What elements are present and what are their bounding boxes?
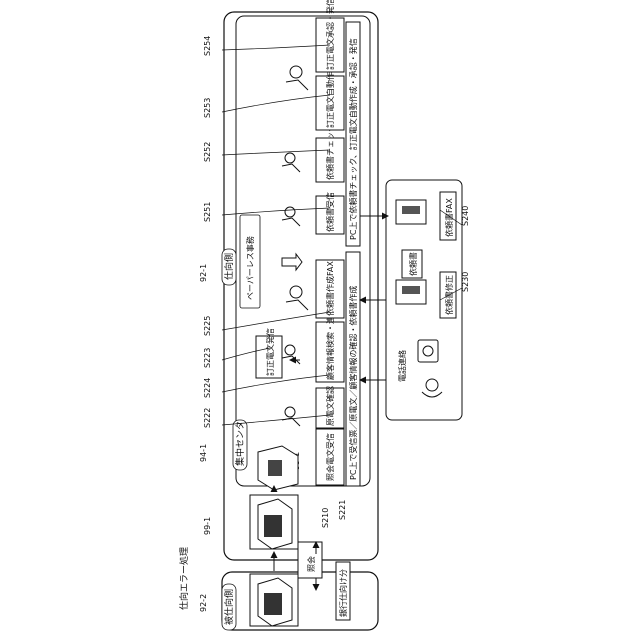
step-s251: S251 bbox=[203, 202, 212, 222]
box-kokyaku: 顧客情報検索・連絡 bbox=[325, 308, 335, 380]
box-torihiki: 銀行仕向け分 bbox=[338, 569, 348, 617]
section-hishimuke: 被仕向側 bbox=[223, 589, 235, 625]
server-icon bbox=[250, 574, 298, 626]
fax-machine-icon bbox=[396, 200, 426, 224]
server-icon bbox=[250, 495, 298, 549]
box-teisei-shonin: 訂正電文承認・発信 bbox=[325, 0, 335, 70]
section-paperless: ペーパーレス事務 bbox=[245, 236, 255, 300]
operator-icon bbox=[282, 345, 300, 364]
box-shokai: 照会 bbox=[306, 556, 316, 572]
operator-icon bbox=[286, 66, 308, 90]
ref-92-1: 92-1 bbox=[199, 264, 208, 282]
fax-machine-icon bbox=[396, 280, 426, 304]
section-phone: 電話連絡 bbox=[397, 350, 407, 382]
step-s230: S230 bbox=[461, 272, 470, 292]
diagram-title: 仕向エラー処理 bbox=[178, 547, 190, 610]
step-s253: S253 bbox=[203, 98, 212, 118]
ref-94-1: 94-1 bbox=[199, 444, 208, 462]
bar-check-send: PC上で依頼書チェック、訂正電文自動作成・承認・発信 bbox=[348, 38, 358, 240]
box-teisei-hasshin: 訂正電文発信 bbox=[265, 328, 275, 376]
box-iraisho-jushin: 依頼書受信 bbox=[325, 192, 335, 232]
box-iraisho-check: 依頼書チェック bbox=[325, 124, 335, 180]
hishimuke-frame bbox=[222, 572, 378, 630]
phone-icon bbox=[418, 340, 438, 362]
step-s223: S223 bbox=[203, 348, 212, 368]
step-s210: S210 bbox=[321, 508, 330, 528]
operator-icon bbox=[286, 286, 308, 310]
person-phone-icon bbox=[422, 379, 442, 397]
box-iraisho-fax2: 依頼書FAX bbox=[444, 198, 454, 237]
step-s221: S221 bbox=[338, 500, 347, 520]
box-iraisho-fax: 依頼書作成FAX bbox=[325, 261, 335, 316]
step-s254: S254 bbox=[203, 36, 212, 56]
ref-92-2: 92-2 bbox=[199, 594, 208, 612]
step-s252: S252 bbox=[203, 142, 212, 162]
step-s222: S222 bbox=[203, 408, 212, 428]
section-center: 集中センタ bbox=[234, 421, 246, 466]
bar-confirm-create: PC上で受信票／原電文／顧客情報の確認・依頼書作成 bbox=[348, 286, 358, 480]
section-shimuke: 仕向側 bbox=[223, 253, 235, 280]
step-s224: S224 bbox=[203, 378, 212, 398]
box-iraisho: 依頼書 bbox=[408, 252, 418, 276]
step-s240: S240 bbox=[461, 206, 470, 226]
box-shokai-denbun: 照会電文受信 bbox=[325, 433, 335, 481]
operator-icon bbox=[282, 153, 300, 172]
operator-icon bbox=[282, 407, 300, 426]
terminal-icon bbox=[258, 446, 298, 490]
ref-99-1: 99-1 bbox=[203, 517, 212, 535]
step-s225: S225 bbox=[203, 316, 212, 336]
box-gen-denbun: 原電文確認 bbox=[325, 386, 335, 426]
box-teisei-jido: 訂正電文自動作成 bbox=[325, 64, 335, 128]
